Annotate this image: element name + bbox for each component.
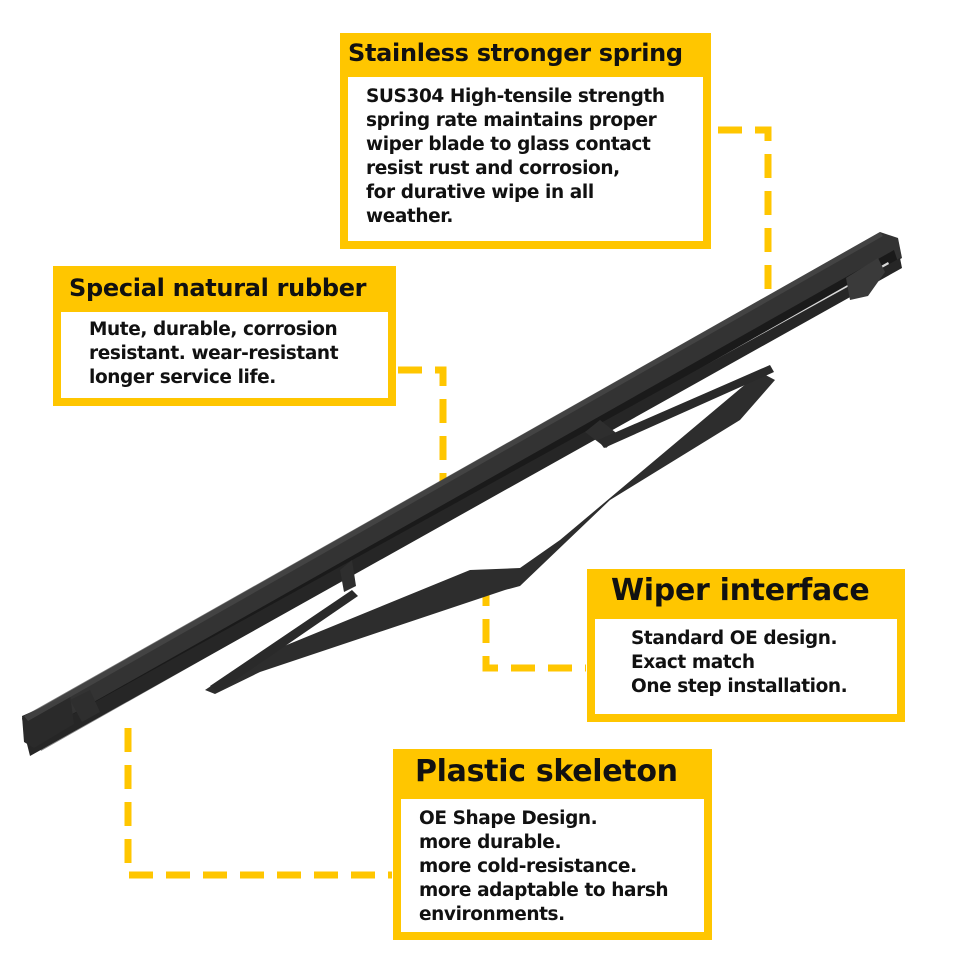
callout-line: SUS304 High-tensile strength — [366, 86, 665, 107]
callout-line: for durative wipe in all — [366, 182, 594, 203]
callout-line: weather. — [366, 206, 453, 227]
callout-line: environments. — [419, 904, 565, 925]
callout-line: longer service life. — [89, 367, 276, 388]
left-end-cap-icon — [22, 695, 74, 748]
callout-line: spring rate maintains proper — [366, 110, 657, 131]
left-clip-icon — [340, 560, 356, 592]
callout-line: more cold-resistance. — [419, 856, 637, 877]
right-end-cap-icon — [846, 258, 885, 300]
callout-natural-rubber: Special natural rubber Mute, durable, co… — [53, 266, 396, 406]
callout-line: resist rust and corrosion, — [366, 158, 620, 179]
callout-plastic-skeleton: Plastic skeleton OE Shape Design. more d… — [393, 749, 712, 940]
callout-line: Standard OE design. — [631, 628, 838, 649]
callout-line: OE Shape Design. — [419, 808, 598, 829]
callout-body: Standard OE design. Exact match One step… — [595, 619, 897, 714]
callout-title: Special natural rubber — [69, 274, 367, 302]
callout-title: Wiper interface — [611, 573, 870, 608]
callout-line: resistant. wear-resistant — [89, 343, 339, 364]
callout-line: Exact match — [631, 652, 755, 673]
callout-title: Plastic skeleton — [415, 754, 678, 789]
callout-stainless-spring: Stainless stronger spring SUS304 High-te… — [340, 33, 711, 249]
connector-rubber — [398, 366, 447, 488]
callout-line: wiper blade to glass contact — [366, 134, 651, 155]
callout-line: Mute, durable, corrosion — [89, 319, 338, 340]
main-rail-icon — [22, 232, 902, 745]
callout-line: more durable. — [419, 832, 562, 853]
connector-lines — [124, 126, 772, 879]
connector-skeleton — [124, 728, 392, 879]
rubber-edge-icon — [26, 258, 902, 756]
callout-body: SUS304 High-tensile strength spring rate… — [348, 77, 703, 241]
callout-line: One step installation. — [631, 676, 848, 697]
wiper-blade — [22, 232, 902, 756]
connector-spring — [718, 126, 772, 300]
callout-body: OE Shape Design. more durable. more cold… — [401, 799, 704, 932]
arm-link-icon — [210, 590, 358, 692]
connector-interface — [482, 582, 586, 672]
callout-title: Stainless stronger spring — [348, 39, 683, 67]
callout-line: more adaptable to harsh — [419, 880, 669, 901]
callout-wiper-interface: Wiper interface Standard OE design. Exac… — [587, 569, 905, 722]
callout-body: Mute, durable, corrosion resistant. wear… — [61, 312, 388, 398]
